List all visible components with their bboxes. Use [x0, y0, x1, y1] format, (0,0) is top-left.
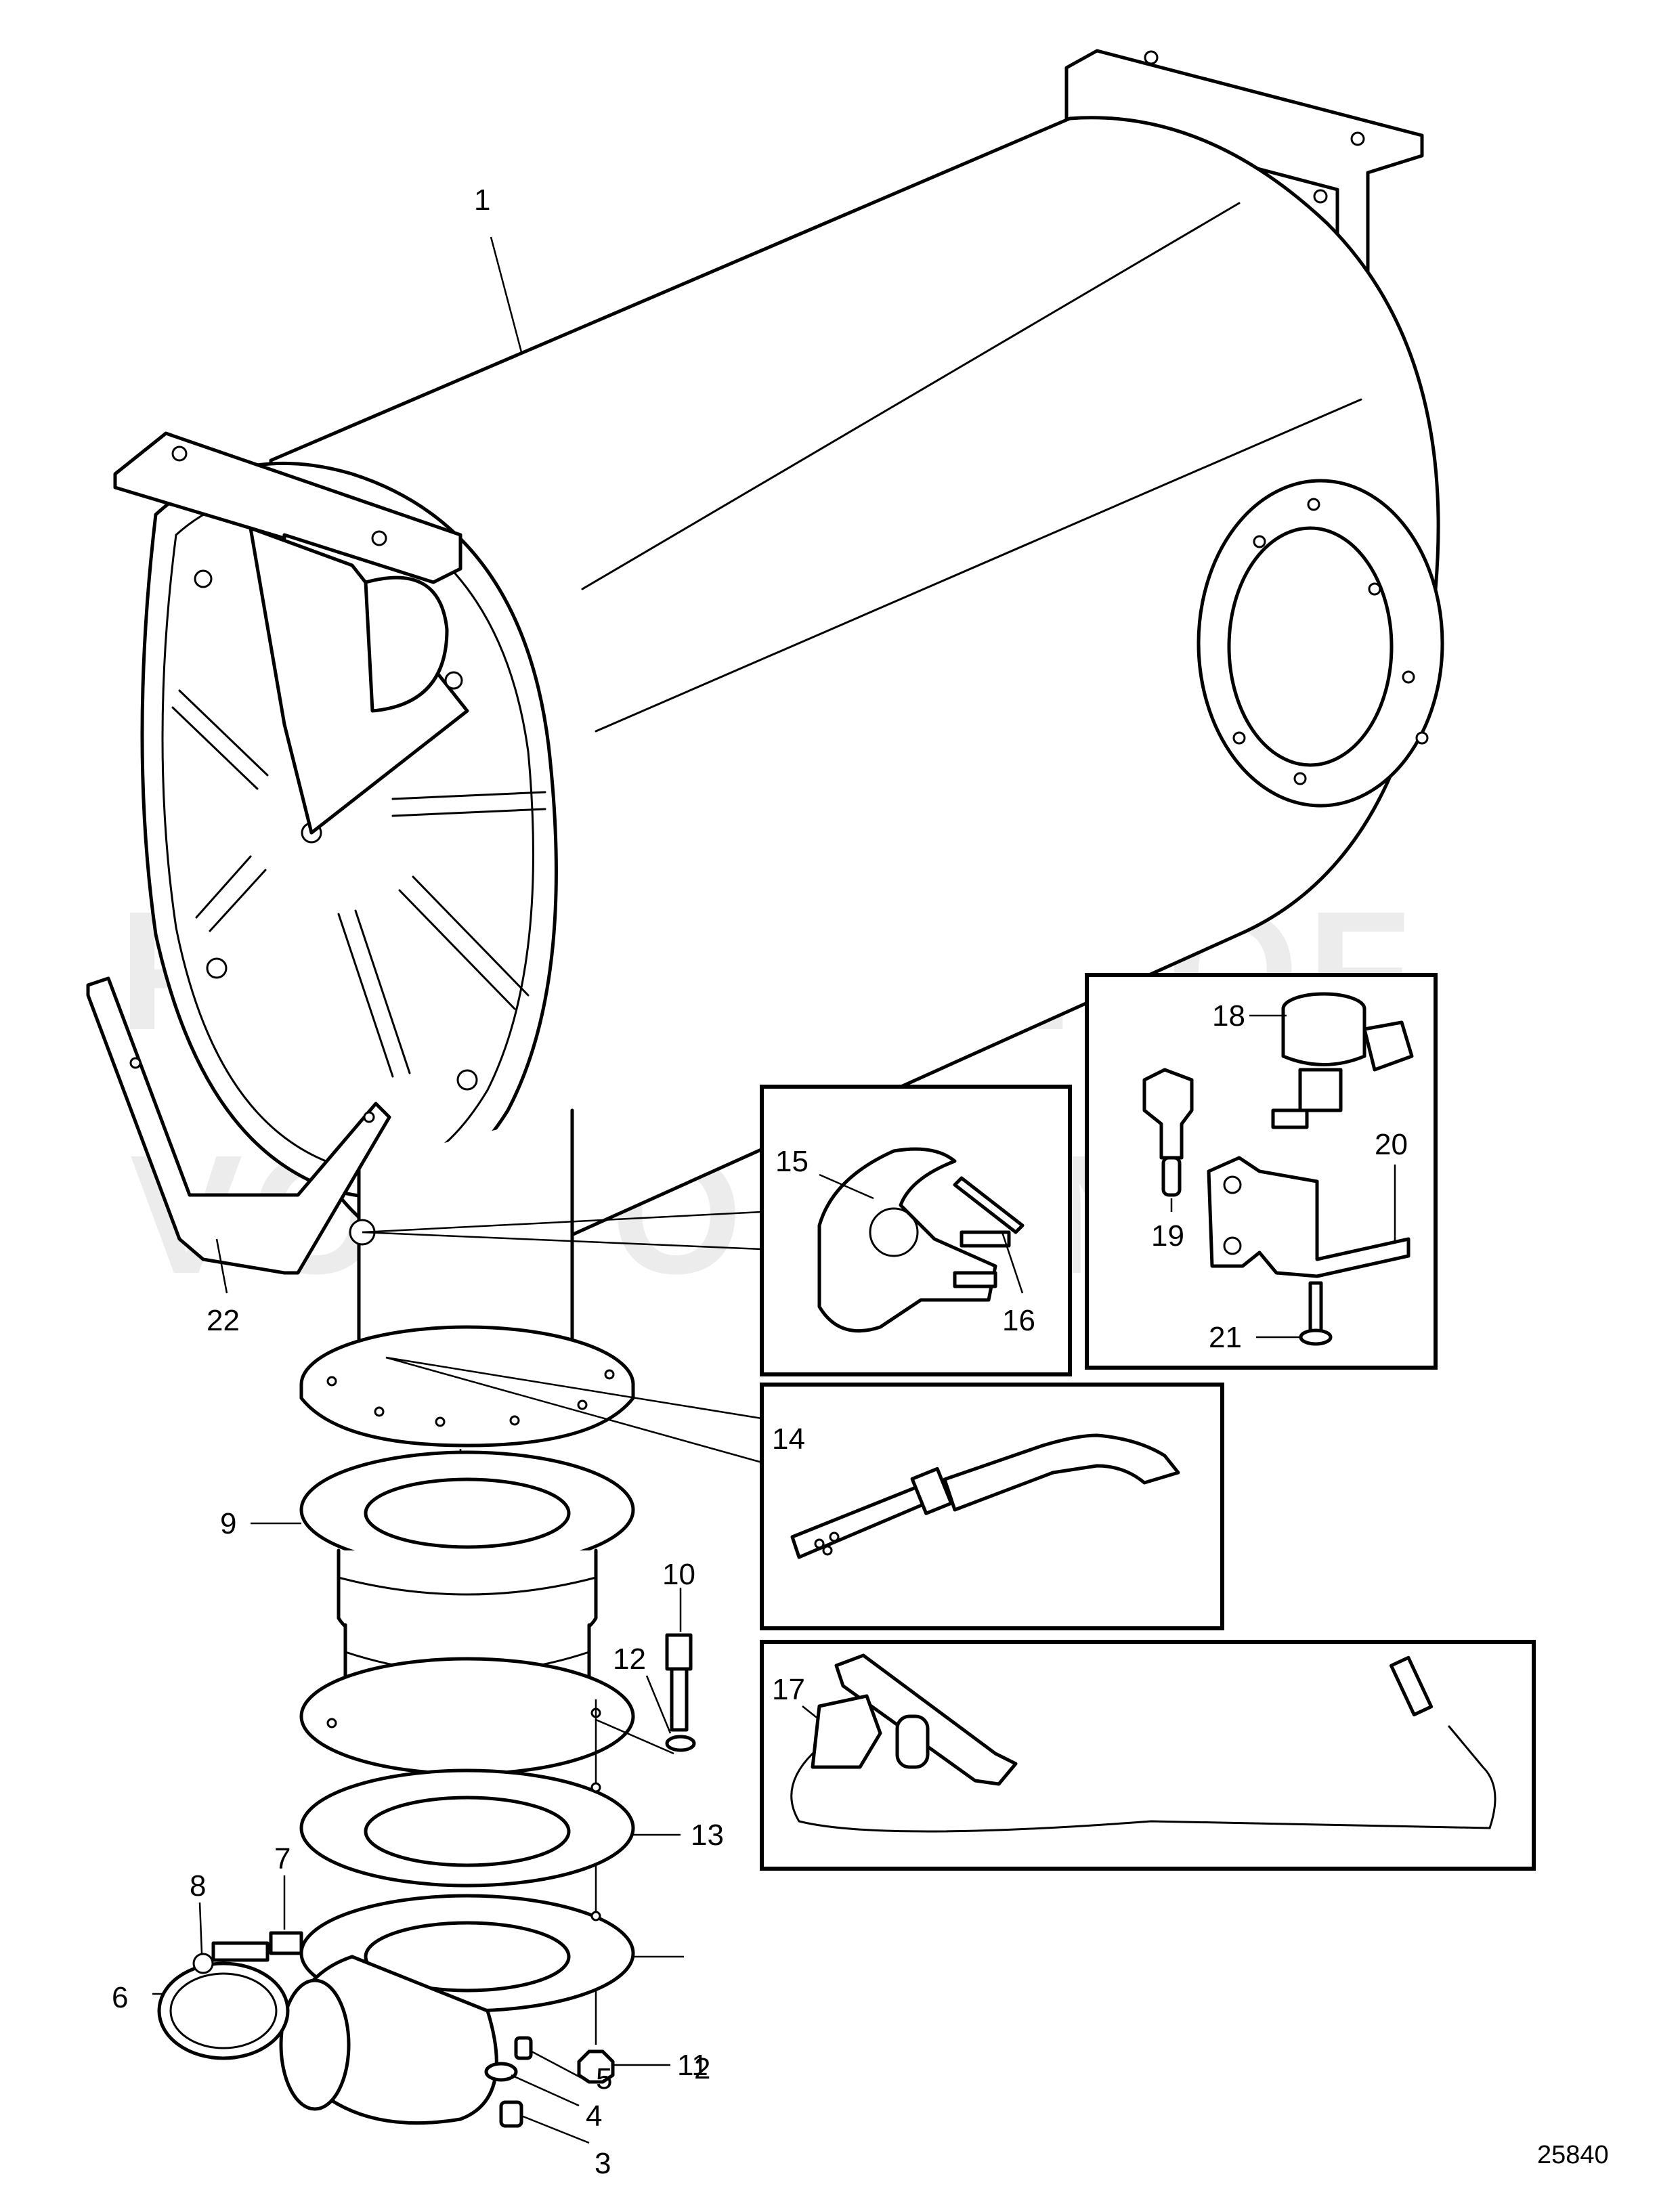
hardware: [157, 1633, 696, 2128]
callout-6: 6: [112, 1981, 128, 2014]
detail-leaders: [362, 1211, 762, 1464]
callout-9: 9: [220, 1507, 236, 1540]
callout-15: 15: [775, 1145, 809, 1178]
gasket-and-flange: [279, 1699, 635, 2125]
detail-box-17: [760, 1640, 1536, 1871]
detail-box-18-21: [1085, 973, 1438, 1370]
support-bracket: [86, 976, 391, 1275]
callout-21: 21: [1209, 1321, 1242, 1354]
callout-4: 4: [586, 2100, 602, 2133]
callout-19: 19: [1151, 1219, 1184, 1253]
drawing-number: 25840: [1537, 2141, 1609, 2169]
callout-labels: 1 2 3 4 5 6 7 8 9 10 11 12 13 14 15 16 1…: [112, 183, 1408, 2180]
callout-18: 18: [1212, 999, 1245, 1033]
callout-11: 11: [677, 2049, 708, 2082]
callout-2: 2: [694, 2052, 710, 2085]
callout-3: 3: [595, 2147, 611, 2180]
callout-16: 16: [1002, 1304, 1035, 1337]
callout-17: 17: [772, 1673, 805, 1706]
callout-7: 7: [274, 1842, 290, 1875]
callout-5: 5: [596, 2062, 612, 2095]
detail-box-14: [760, 1383, 1224, 1630]
silencer-body: [113, 49, 1444, 1275]
callout-leaders: [152, 236, 1396, 2144]
callout-12: 12: [613, 1643, 646, 1676]
callout-1: 1: [474, 183, 490, 217]
downpipe: [299, 1108, 635, 1448]
callout-10: 10: [662, 1558, 695, 1591]
callout-8: 8: [190, 1869, 206, 1903]
flange-and-bellows: [299, 1449, 635, 1776]
callout-14: 14: [772, 1422, 805, 1456]
callout-20: 20: [1375, 1128, 1408, 1161]
callout-22: 22: [207, 1304, 240, 1337]
callout-13: 13: [691, 1819, 724, 1852]
